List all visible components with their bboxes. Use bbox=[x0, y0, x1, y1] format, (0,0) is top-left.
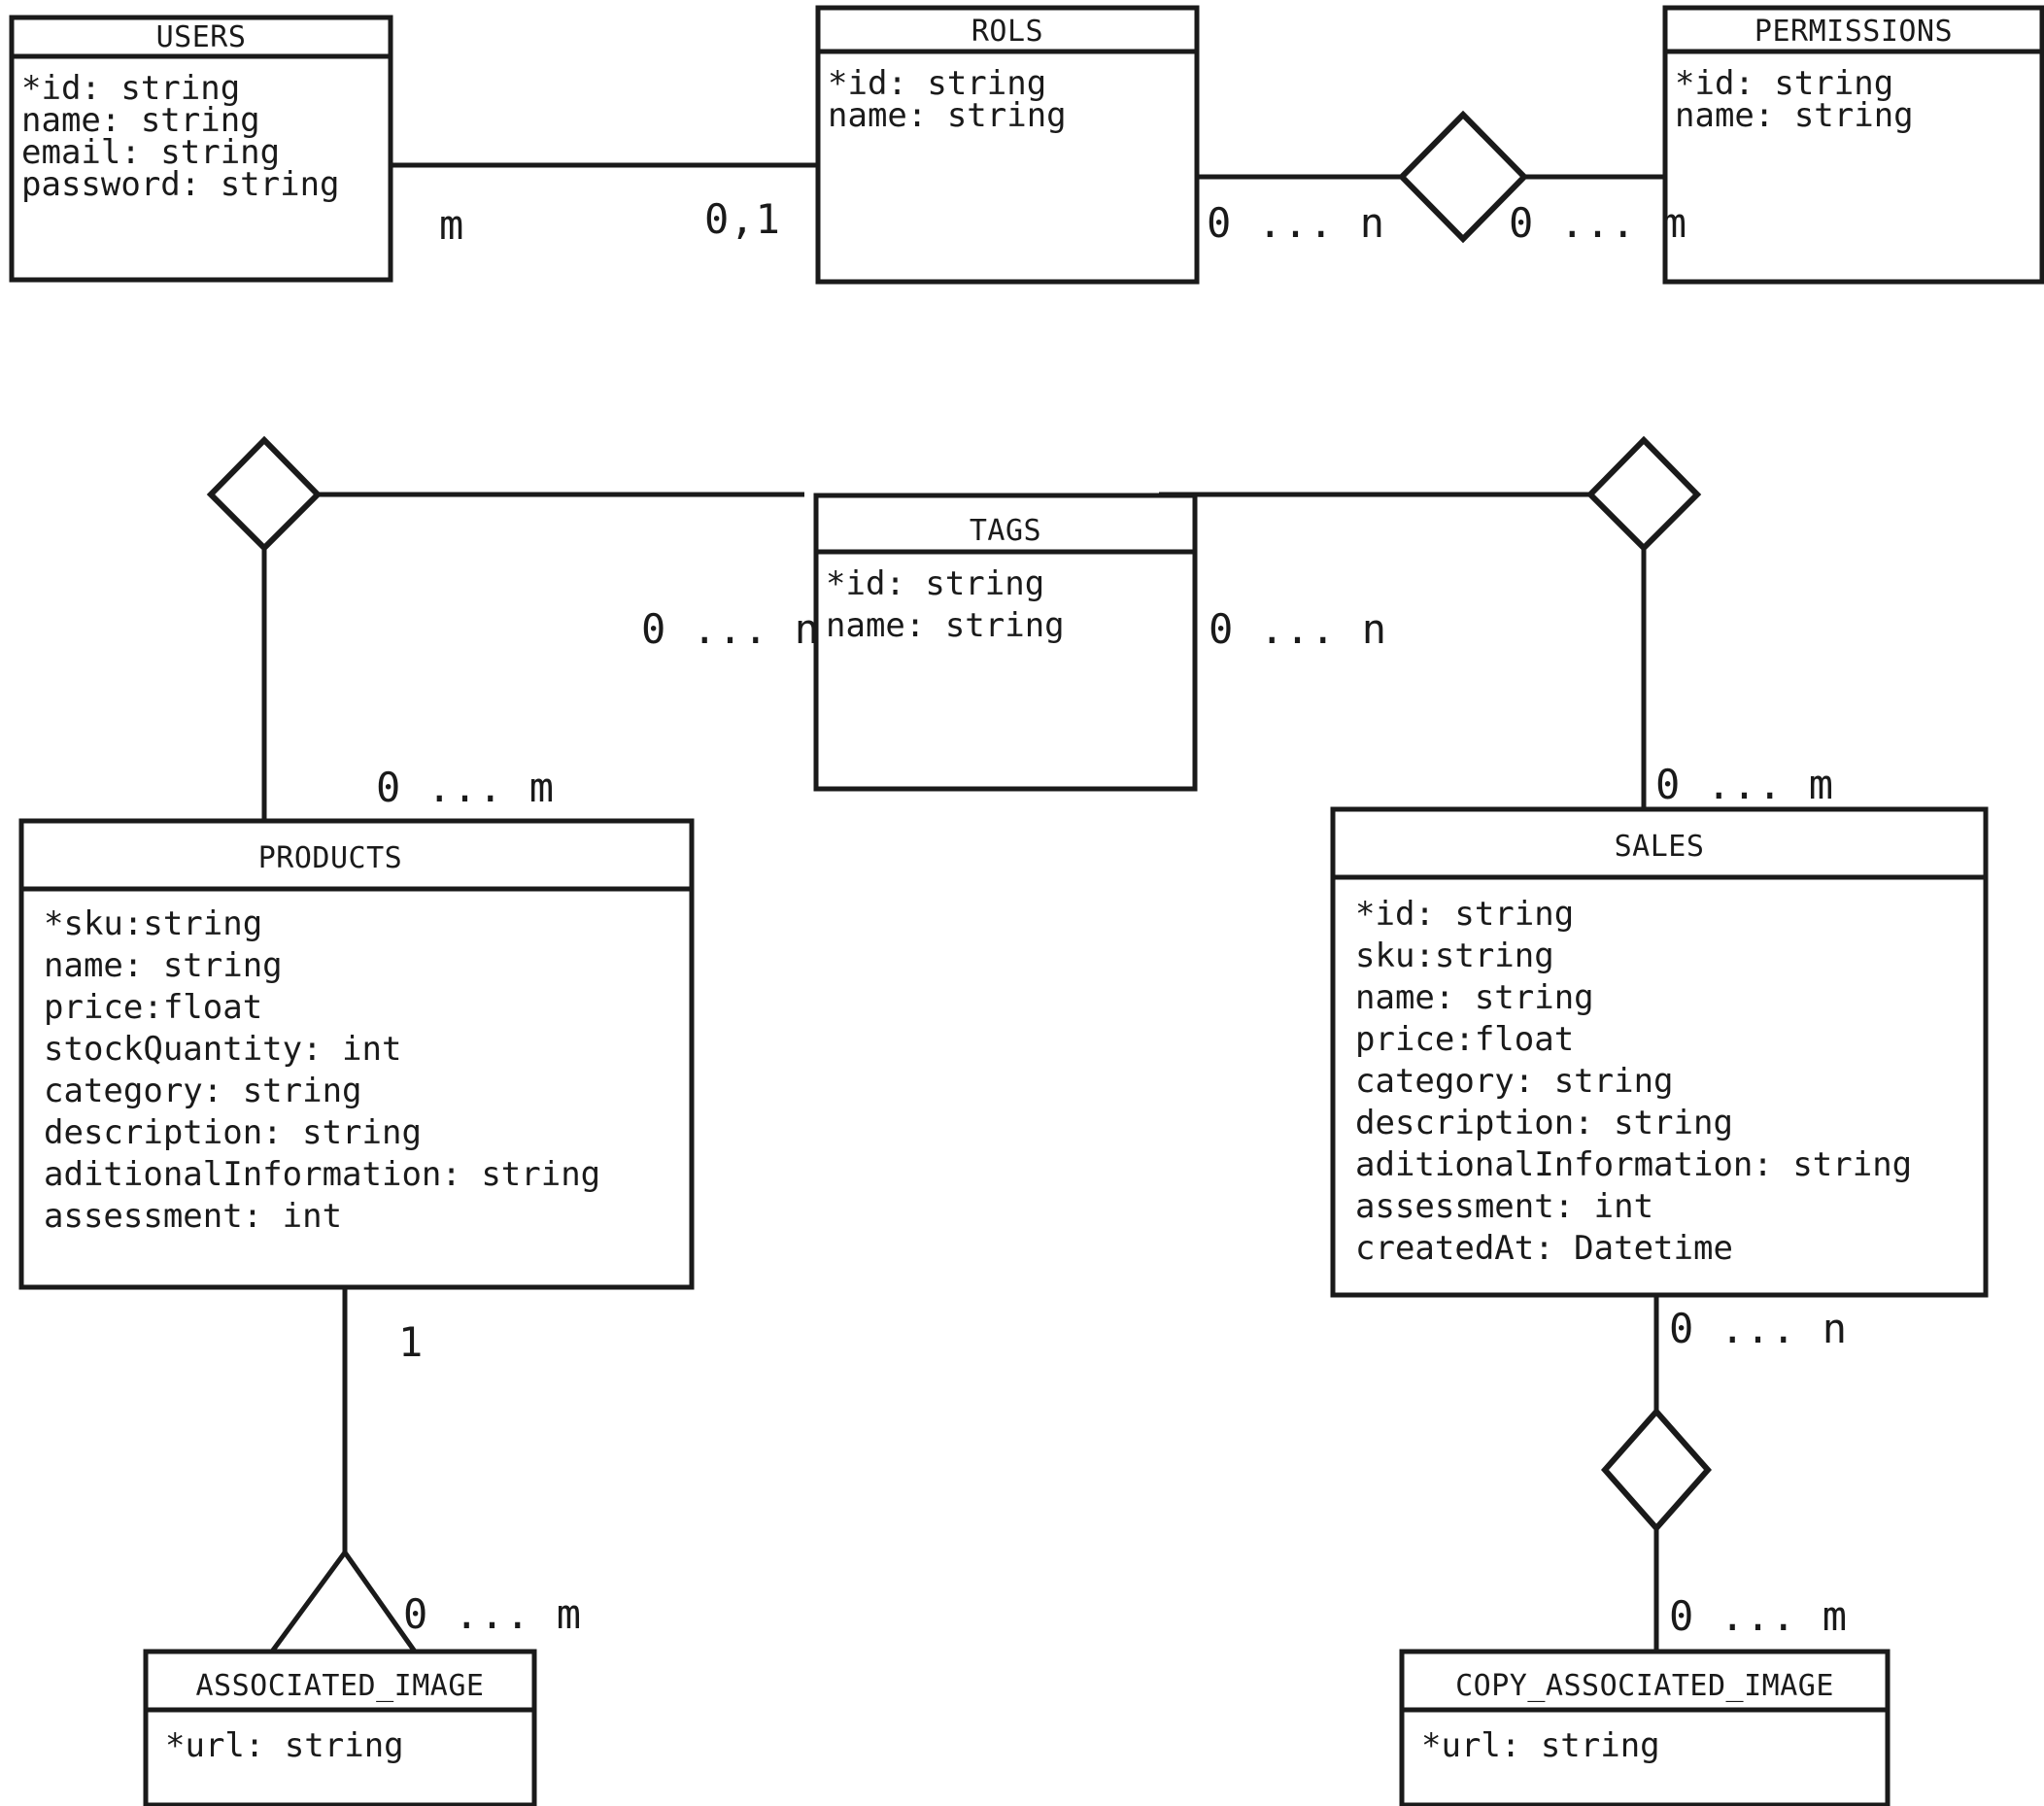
cardinality-rols-to-permissions: 0 ... n bbox=[1207, 199, 1385, 247]
entity-products-attr-4: category: string bbox=[44, 1072, 362, 1110]
cardinality-permissions-from-rols: 0 ... m bbox=[1509, 199, 1687, 247]
entity-users-attr-2: email: string bbox=[21, 133, 280, 172]
entity-tags-attr-0: *id: string bbox=[826, 564, 1044, 603]
entity-sales-attr-1: sku:string bbox=[1355, 937, 1554, 975]
entity-sales-attr-8: createdAt: Datetime bbox=[1355, 1229, 1733, 1268]
entity-rols-attr-1: name: string bbox=[828, 96, 1067, 135]
relation-products-associated-image bbox=[269, 1284, 418, 1653]
cardinality-copy-image-from-sales: 0 ... m bbox=[1669, 1592, 1848, 1640]
relation-tags-products bbox=[206, 435, 804, 824]
cardinality-tags-left: 0 ... n bbox=[641, 605, 820, 653]
cardinality-sales-to-copy-image: 0 ... n bbox=[1669, 1305, 1848, 1352]
entity-products-attr-1: name: string bbox=[44, 946, 283, 985]
entity-sales[interactable]: SALES *id: string sku:string name: strin… bbox=[1330, 806, 1989, 1298]
entity-sales-attr-7: assessment: int bbox=[1355, 1187, 1653, 1226]
entity-tags-title: TAGS bbox=[970, 514, 1041, 548]
entity-permissions-attr-0: *id: string bbox=[1675, 64, 1893, 103]
entity-sales-attr-5: description: string bbox=[1355, 1104, 1733, 1142]
entity-permissions[interactable]: PERMISSIONS *id: string name: string bbox=[1662, 5, 2044, 285]
entity-products-attr-3: stockQuantity: int bbox=[44, 1030, 401, 1069]
entity-products-title: PRODUCTS bbox=[258, 841, 403, 875]
entity-users-title: USERS bbox=[156, 20, 247, 54]
entity-products-attr-0: *sku:string bbox=[44, 904, 262, 943]
entity-associated-image-title: ASSOCIATED_IMAGE bbox=[196, 1669, 485, 1703]
cardinality-products-from-tags: 0 ... m bbox=[376, 764, 555, 811]
entity-products-attr-7: assessment: int bbox=[44, 1197, 342, 1236]
entity-sales-attr-0: *id: string bbox=[1355, 895, 1574, 934]
entity-tags-attr-1: name: string bbox=[826, 606, 1065, 645]
cardinality-image-from-products: 0 ... m bbox=[403, 1590, 582, 1638]
entity-copy-associated-image[interactable]: COPY_ASSOCIATED_IMAGE *url: string bbox=[1399, 1649, 1891, 1806]
cardinality-tags-right: 0 ... n bbox=[1209, 605, 1387, 653]
entity-users[interactable]: USERS *id: string name: string email: st… bbox=[9, 15, 393, 283]
relation-rols-permissions bbox=[1197, 110, 1663, 244]
entity-sales-attr-6: aditionalInformation: string bbox=[1355, 1145, 1912, 1184]
entity-users-attr-3: password: string bbox=[21, 165, 340, 204]
entity-users-attr-0: *id: string bbox=[21, 69, 240, 108]
entity-users-attr-1: name: string bbox=[21, 101, 260, 140]
entity-rols[interactable]: ROLS *id: string name: string bbox=[815, 5, 1200, 285]
entity-products[interactable]: PRODUCTS *sku:string name: string price:… bbox=[18, 818, 695, 1290]
entity-sales-attr-2: name: string bbox=[1355, 978, 1594, 1017]
entity-rols-title: ROLS bbox=[971, 15, 1043, 49]
entity-sales-attr-3: price:float bbox=[1355, 1020, 1574, 1059]
entity-permissions-attr-1: name: string bbox=[1675, 96, 1914, 135]
cardinality-users-to-rols: m bbox=[439, 201, 464, 249]
entity-sales-title: SALES bbox=[1615, 830, 1705, 864]
relation-sales-copy-associated-image bbox=[1600, 1292, 1713, 1652]
entity-permissions-title: PERMISSIONS bbox=[1754, 15, 1953, 49]
entity-rols-attr-0: *id: string bbox=[828, 64, 1046, 103]
entity-associated-image-attr-0: *url: string bbox=[165, 1726, 404, 1765]
entity-sales-attr-4: category: string bbox=[1355, 1062, 1674, 1101]
entity-products-attr-5: description: string bbox=[44, 1113, 422, 1152]
cardinality-rols-from-users: 0,1 bbox=[704, 195, 781, 243]
entity-tags[interactable]: TAGS *id: string name: string bbox=[813, 493, 1198, 792]
cardinality-products-to-image: 1 bbox=[398, 1318, 424, 1366]
entity-copy-associated-image-attr-0: *url: string bbox=[1421, 1726, 1660, 1765]
entity-associated-image[interactable]: ASSOCIATED_IMAGE *url: string bbox=[143, 1649, 537, 1806]
entity-products-attr-6: aditionalInformation: string bbox=[44, 1155, 600, 1194]
entity-products-attr-2: price:float bbox=[44, 988, 262, 1027]
cardinality-sales-from-tags: 0 ... m bbox=[1655, 761, 1834, 808]
entity-copy-associated-image-title: COPY_ASSOCIATED_IMAGE bbox=[1455, 1669, 1834, 1703]
